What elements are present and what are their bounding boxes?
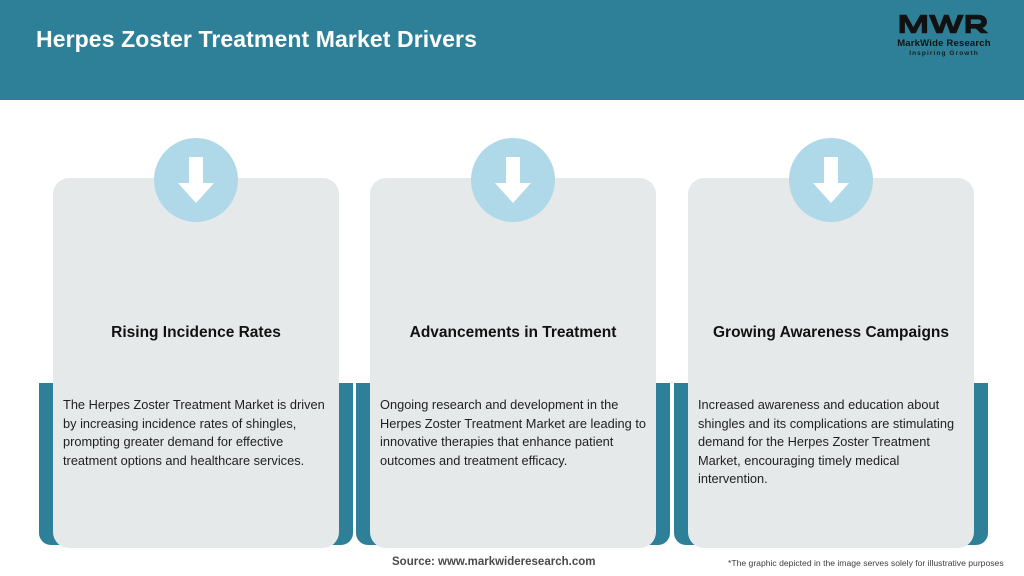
driver-cards-container: Rising Incidence Rates The Herpes Zoster… (0, 100, 1024, 576)
logo-tagline: Inspiring Growth (909, 50, 979, 57)
down-arrow-icon (789, 138, 873, 222)
card-body-text: Increased awareness and education about … (698, 397, 955, 487)
brand-logo: MarkWide Research Inspiring Growth (886, 10, 1002, 62)
down-arrow-icon (471, 138, 555, 222)
page-title: Herpes Zoster Treatment Market Drivers (36, 26, 477, 52)
driver-card-2[interactable]: Advancements in Treatment Ongoing resear… (356, 100, 670, 576)
down-arrow-icon (154, 138, 238, 222)
down-arrow-glyph (178, 157, 214, 203)
card-panel: Growing Awareness Campaigns Increased aw… (688, 178, 974, 548)
down-arrow-glyph (495, 157, 531, 203)
mwr-logo-icon (899, 14, 989, 34)
card-title: Advancements in Treatment (409, 324, 617, 341)
header-bar: Herpes Zoster Treatment Market Drivers M… (0, 0, 1024, 100)
card-panel: Advancements in Treatment Ongoing resear… (370, 178, 656, 548)
card-title: Rising Incidence Rates (111, 324, 281, 341)
driver-card-1[interactable]: Rising Incidence Rates The Herpes Zoster… (39, 100, 353, 576)
disclaimer-label: *The graphic depicted in the image serve… (728, 558, 1004, 568)
card-title: Growing Awareness Campaigns (712, 324, 949, 341)
card-panel: Rising Incidence Rates The Herpes Zoster… (53, 178, 339, 548)
down-arrow-glyph (813, 157, 849, 203)
card-body-text: Ongoing research and development in the … (380, 397, 647, 468)
driver-card-3[interactable]: Growing Awareness Campaigns Increased aw… (674, 100, 988, 576)
card-body-text: The Herpes Zoster Treatment Market is dr… (63, 397, 325, 468)
source-label: Source: www.markwideresearch.com (392, 556, 596, 568)
logo-company-name: MarkWide Research (897, 38, 991, 49)
